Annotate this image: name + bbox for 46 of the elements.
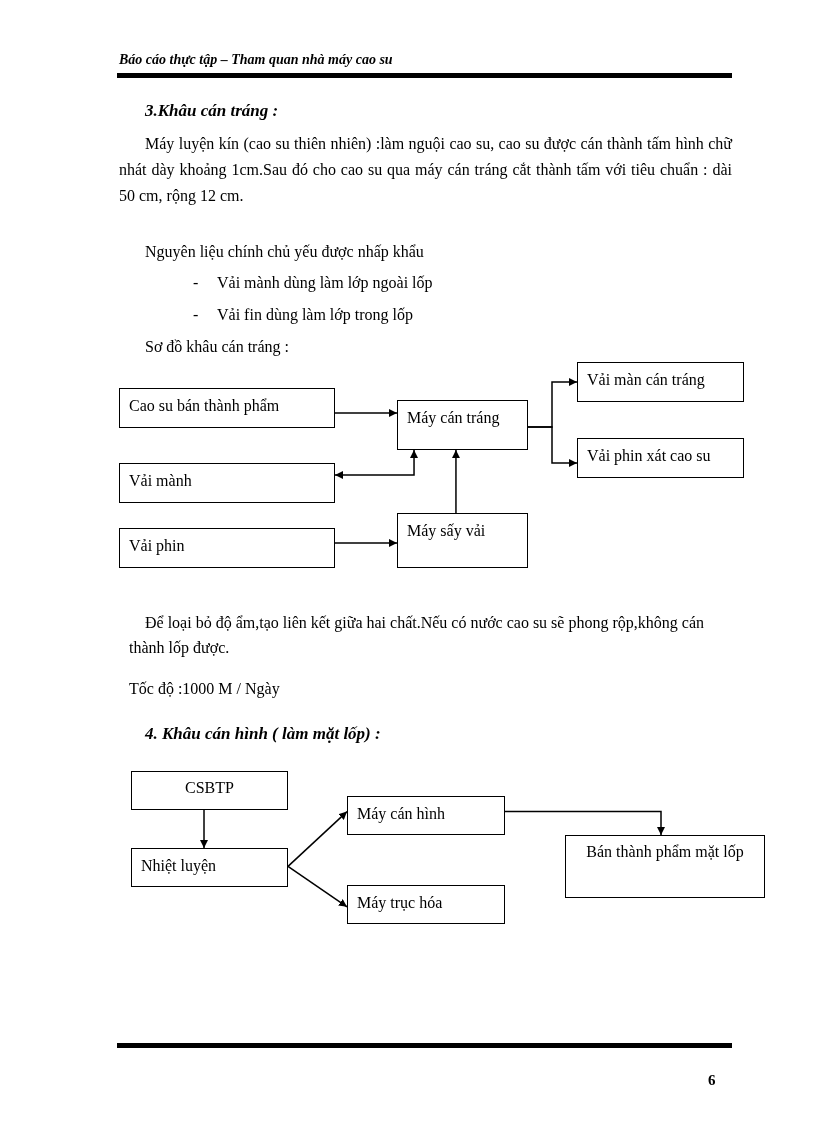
process-box [119, 463, 335, 503]
box-label: Vải phin [129, 537, 185, 554]
box-label: Máy cán hình [357, 805, 445, 822]
arrow [451, 449, 460, 514]
arrow [200, 809, 208, 849]
box-label: Vải phin xát cao su [587, 447, 711, 464]
box-label: Vải màn cán tráng [587, 371, 705, 388]
text-line: Nguyên liệu chính chủ yếu được nhấp khẩu [145, 243, 425, 261]
box-label: Máy cán tráng [407, 409, 500, 426]
process-box [397, 513, 528, 568]
list-item: Vải mành dùng làm lớp ngoài lốp [217, 274, 434, 292]
box-label: CSBTP [185, 779, 234, 796]
list-dash: - [193, 274, 200, 292]
box-label: Máy sấy vải [407, 522, 486, 539]
process-box [131, 848, 288, 887]
box-label: Vải mành [129, 472, 192, 489]
process-box [119, 388, 335, 428]
text-line: Sơ đồ khâu cán tráng : [145, 338, 290, 356]
text-line: Tốc độ :1000 M / Ngày [129, 680, 281, 698]
process-box [131, 771, 288, 810]
list-item: Vải fin dùng làm lớp trong lốp [217, 306, 414, 324]
process-box [577, 438, 744, 478]
arrow [334, 539, 398, 547]
section-heading: 3.Khâu cán tráng : [145, 101, 280, 121]
process-box [347, 885, 505, 924]
arrow [334, 449, 419, 479]
box-label: Bán thành phẩm mặt lốp [586, 843, 744, 860]
arrow [334, 409, 398, 417]
box-label: Máy trục hóa [357, 894, 443, 911]
arrow [287, 810, 348, 868]
running-header: Báo cáo thực tập – Tham quan nhà máy cao su [119, 52, 394, 68]
list-dash: - [193, 306, 200, 324]
process-box [119, 528, 335, 568]
process-box [347, 796, 505, 835]
paragraph: Máy luyện kín (cao su thiên nhiên) :làm nguội cao su, cao su được cán thành tấm hình chữ nhát dày khoảng 1cm.Sau đó cho cao su qua máy cán tráng cắt thành tấm với tiêu chuẩn : dài 50 cm, rộng 12 cm. [119, 134, 732, 207]
process-box [565, 835, 765, 898]
section-heading: 4. Khâu cán hình ( làm mặt lốp) : [145, 724, 382, 744]
arrow [527, 426, 578, 467]
box-label: Cao su bán thành phẩm [129, 397, 280, 414]
arrow [287, 865, 348, 908]
process-box [397, 400, 528, 450]
box-label: Nhiệt luyện [141, 857, 217, 874]
paragraph: Để loại bỏ độ ẩm,tạo liên kết giữa hai chất.Nếu có nước cao su sẽ phong rộp,không cán thành lốp được. [129, 613, 705, 659]
page-number: 6 [708, 1072, 717, 1089]
arrow [504, 810, 665, 836]
process-box [577, 362, 744, 402]
